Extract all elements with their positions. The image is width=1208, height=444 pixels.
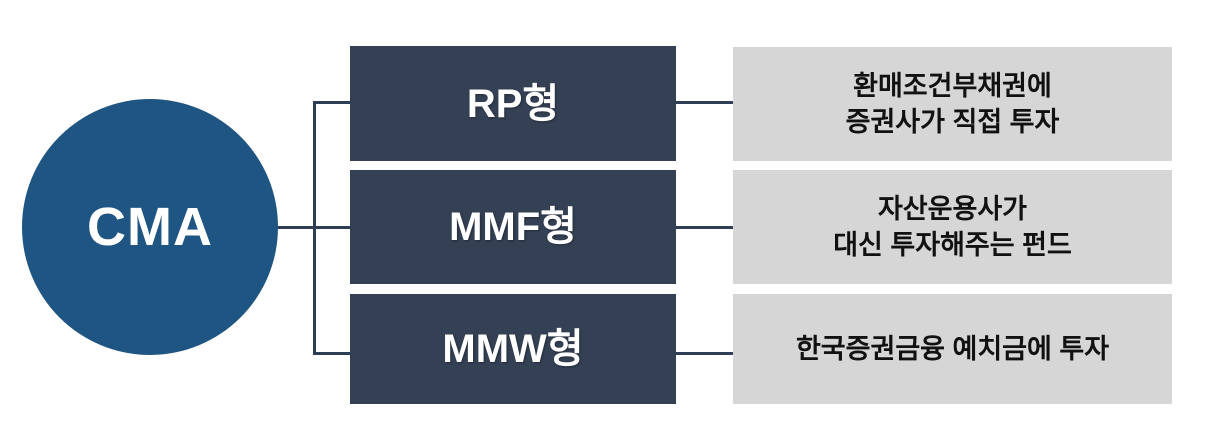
description-box-rp[interactable]: 환매조건부채권에 증권사가 직접 투자 xyxy=(733,47,1172,161)
category-label-rp: RP형 xyxy=(466,81,560,126)
category-label-mmw: MMW형 xyxy=(442,327,584,371)
category-box-rp[interactable]: RP형 xyxy=(350,46,676,161)
description-label-rp: 환매조건부채권에 증권사가 직접 투자 xyxy=(845,70,1060,137)
category-label-mmf: MMF형 xyxy=(449,205,577,249)
root-node-cma[interactable]: CMA xyxy=(22,99,278,355)
connector-category-3-to-description xyxy=(674,352,735,355)
description-box-mmf[interactable]: 자산운용사가 대신 투자해주는 펀드 xyxy=(733,170,1172,284)
connector-category-2-to-description xyxy=(674,226,735,229)
category-box-mmw[interactable]: MMW형 xyxy=(350,294,676,404)
description-label-mmw: 한국증권금융 예치금에 투자 xyxy=(795,333,1110,364)
connector-branch-3 xyxy=(313,352,353,355)
connector-root-to-trunk xyxy=(278,226,316,229)
connector-branch-1 xyxy=(313,101,353,104)
category-box-mmf[interactable]: MMF형 xyxy=(350,170,676,284)
connector-category-1-to-description xyxy=(674,101,735,104)
description-label-mmf: 자산운용사가 대신 투자해주는 펀드 xyxy=(833,193,1072,260)
connector-branch-2 xyxy=(313,226,353,229)
description-box-mmw[interactable]: 한국증권금융 예치금에 투자 xyxy=(733,294,1172,404)
root-node-label: CMA xyxy=(87,197,213,257)
